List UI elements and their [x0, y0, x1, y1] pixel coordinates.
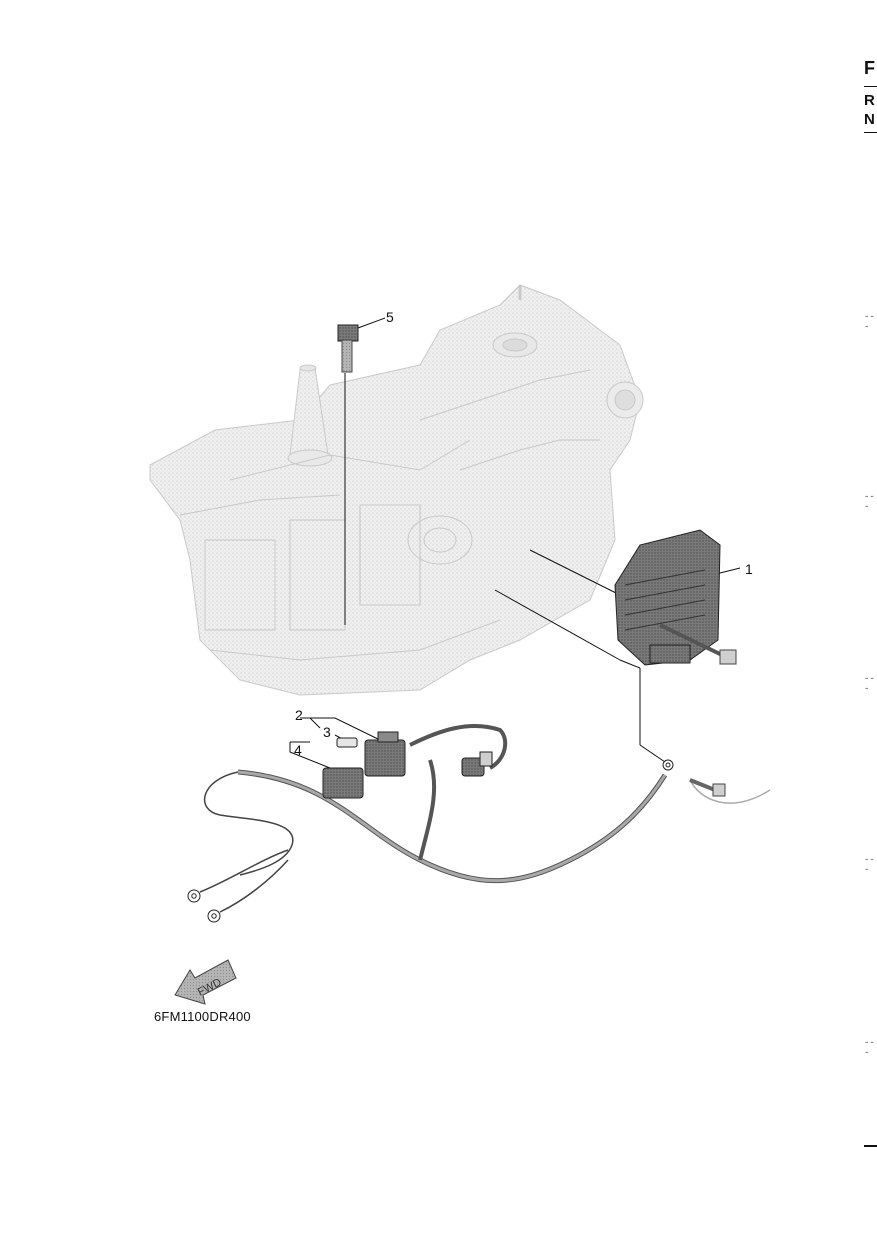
edge-tick: --- — [864, 855, 875, 875]
edge-rule — [864, 86, 877, 87]
callout-1: 1 — [745, 561, 753, 577]
part-4-fuse-cap[interactable] — [322, 767, 364, 799]
part-3-fuse[interactable] — [336, 737, 358, 748]
drawing-code: 6FM1100DR400 — [154, 1009, 251, 1024]
edge-letter-n: N — [864, 111, 875, 128]
callout-2: 2 — [295, 707, 303, 723]
edge-rule — [864, 132, 877, 133]
bolt — [659, 623, 737, 665]
edge-rule — [864, 1145, 877, 1147]
callout-4: 4 — [294, 742, 302, 758]
fwd-arrow: FWD — [174, 959, 237, 1005]
harness-coupler — [461, 751, 493, 777]
edge-tick: --- — [864, 492, 875, 512]
ring-terminals — [187, 759, 674, 923]
edge-letter-r: R — [864, 92, 875, 109]
part-2-fuse-holder[interactable] — [364, 731, 406, 777]
engine-block-ghost — [149, 284, 644, 696]
callout-3: 3 — [323, 724, 331, 740]
edge-tick: --- — [864, 1038, 875, 1058]
edge-tick: --- — [864, 312, 875, 332]
part-1-rectifier-regulator[interactable] — [614, 529, 737, 666]
edge-letter-f: F — [864, 58, 875, 78]
callout-5: 5 — [386, 309, 394, 325]
part-5-clip[interactable] — [337, 324, 359, 373]
edge-tick: --- — [864, 674, 875, 694]
wire-harness[interactable] — [199, 723, 771, 913]
ground-bolt — [689, 778, 726, 797]
